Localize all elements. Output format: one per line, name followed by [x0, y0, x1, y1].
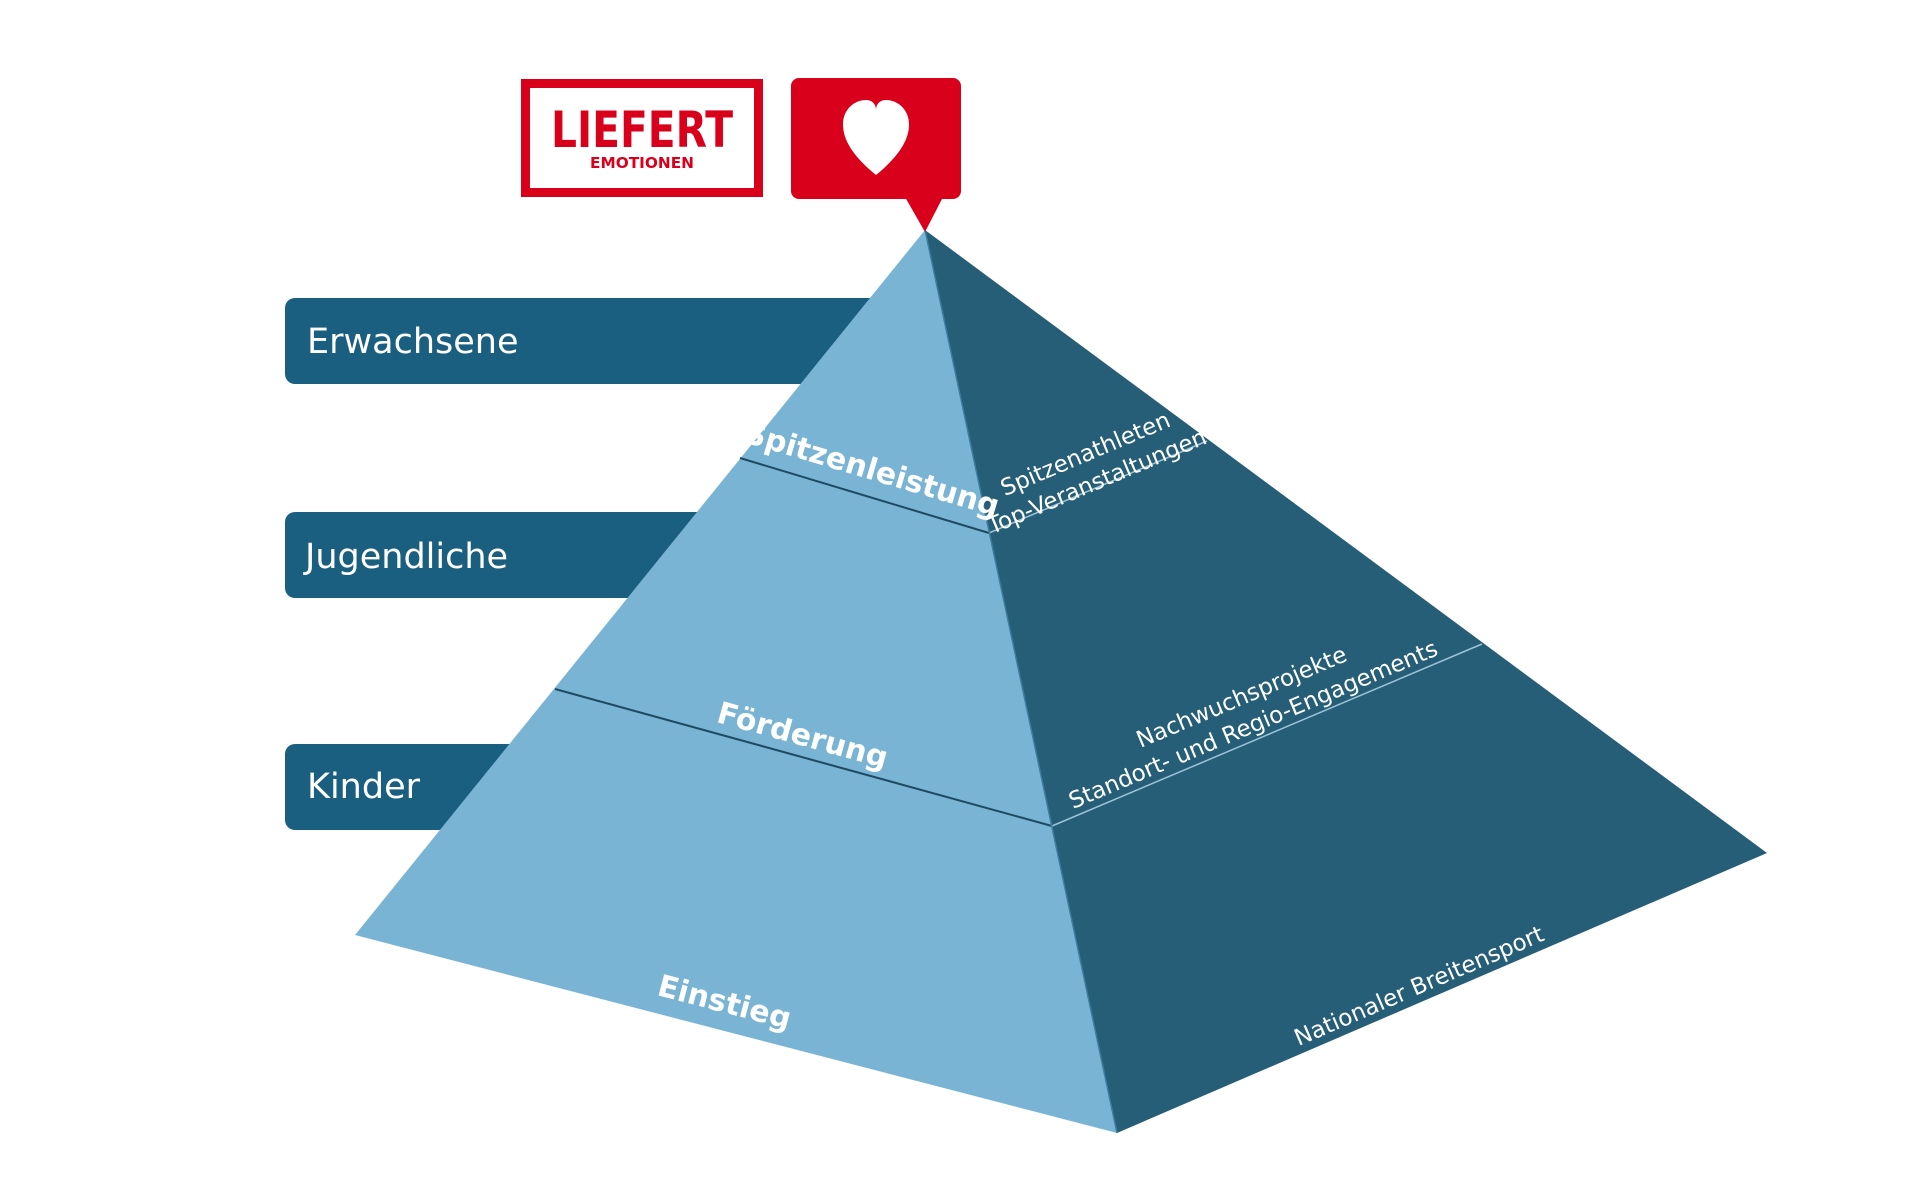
- age-label-erwachsene: Erwachsene: [307, 322, 519, 362]
- pyramid-right-face: [925, 230, 1767, 1133]
- age-label-kinder: Kinder: [307, 767, 421, 807]
- age-tab-erwachsene: [285, 298, 885, 384]
- heart-bubble: [791, 78, 961, 232]
- heart-bubble-pointer: [905, 197, 943, 232]
- divider-left-mid: [554, 688, 1053, 827]
- tier-dividers: [554, 457, 1053, 827]
- pyramid-edge: [924, 229, 1118, 1134]
- tier-dividers-right: [988, 440, 1483, 827]
- heart-icon: [843, 100, 909, 175]
- pyramid-left-face: [355, 230, 1117, 1133]
- divider-left-top: [739, 457, 990, 534]
- logo-inner-box: [530, 88, 754, 188]
- logo-subword: EMOTIONEN: [590, 154, 694, 172]
- logo-word: LIEFERT: [551, 101, 733, 159]
- divider-right-mid: [1051, 643, 1483, 827]
- age-label-jugendliche: Jugendliche: [303, 537, 508, 577]
- pyramid-faces: [355, 230, 1767, 1133]
- brand-logo: LIEFERT EMOTIONEN: [521, 79, 763, 197]
- divider-right-top: [988, 440, 1208, 534]
